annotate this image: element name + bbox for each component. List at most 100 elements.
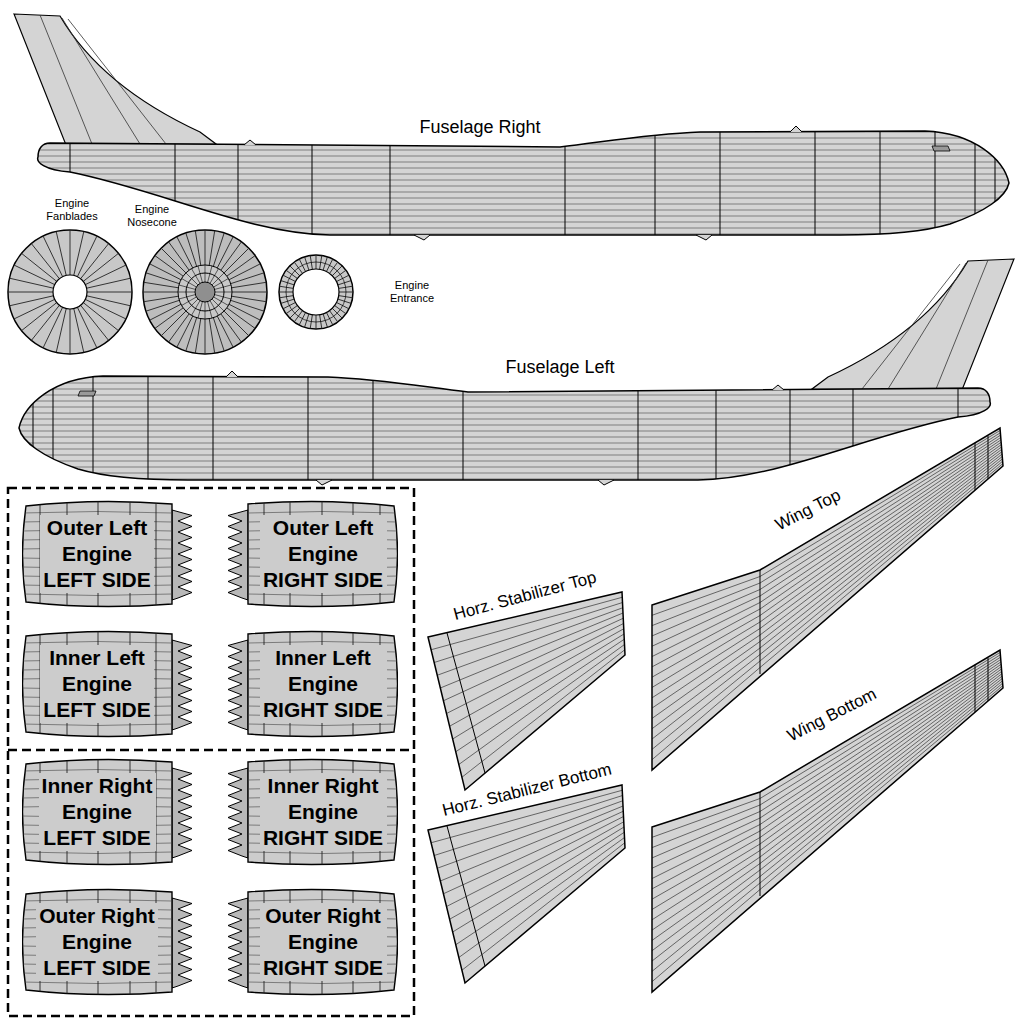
fuselage-stringer [30, 174, 1015, 175]
nosecone-tip [195, 282, 215, 302]
stabilizer-panel-line [440, 806, 623, 881]
panel-grid-line [248, 594, 398, 596]
wing-panel-line [652, 449, 1002, 697]
panel-title: Outer Left Engine LEFT SIDE [40, 515, 154, 593]
nosecone-segment [232, 296, 267, 301]
fan-blade [85, 265, 126, 285]
entrance-ring [286, 262, 346, 322]
stabilizer-drawings [428, 592, 625, 983]
stabilizer-panel-line [440, 613, 623, 688]
panel-tab [172, 768, 192, 858]
stabilizer-panel-line [456, 639, 625, 752]
panel-grid-line [22, 770, 172, 772]
panel-tab [172, 640, 192, 730]
fan-blade [43, 236, 63, 277]
nosecone-segment [232, 282, 267, 287]
fan-blade [81, 244, 109, 279]
fuselage-outline [38, 131, 1009, 235]
fuselage-stringer [30, 168, 1015, 169]
panel-grid-line [22, 642, 172, 644]
panel-tab [228, 640, 248, 730]
panel-body [248, 889, 398, 994]
panel-tab [228, 768, 248, 858]
panel-title: Outer Left Engine RIGHT SIDE [260, 515, 387, 593]
fan-blade [22, 253, 57, 281]
fuselage-stringer [30, 198, 1015, 199]
wing-panel-line [652, 440, 1001, 657]
fan-blade [74, 309, 84, 353]
dashed-divider [8, 749, 414, 752]
wing-panel-line [652, 447, 1002, 688]
panel-title: Inner Right Engine RIGHT SIDE [260, 773, 387, 851]
nosecone-segment [144, 282, 179, 287]
panel-grid-line [22, 982, 172, 984]
stabilizer-rib [447, 826, 485, 966]
wing-panel-line [652, 655, 1000, 848]
fuselage-frame [815, 110, 816, 245]
stabilizer-panel-line [447, 817, 624, 907]
part-label: Engine Nosecone [122, 203, 182, 228]
fuselage-frame [995, 110, 996, 245]
panel-grid-line [248, 512, 398, 514]
nosecone-segment [213, 233, 224, 266]
nosecone-segment [150, 264, 181, 280]
wing-panel-line [652, 433, 1000, 626]
wing-panel-line [652, 442, 1001, 667]
fan-blade [87, 296, 131, 306]
panel-body [248, 759, 398, 864]
fan-blade [77, 307, 97, 348]
panel-title: Outer Right Engine RIGHT SIDE [260, 903, 387, 981]
nosecone-segment [186, 233, 197, 266]
fuselage-frame [880, 110, 881, 245]
panel-title: Inner Left Engine RIGHT SIDE [260, 645, 387, 723]
part-label: Engine Entrance [381, 279, 443, 304]
wing-panel-line [652, 676, 1002, 940]
nosecone-segment [146, 273, 179, 284]
panel-tab [228, 898, 248, 988]
part-label: Fuselage Right [419, 117, 540, 138]
panel-grid-line [248, 982, 398, 984]
panel-body [23, 631, 173, 736]
wing-rib [760, 658, 988, 896]
panel-grid-line [248, 900, 398, 902]
panel-grid-line [22, 594, 172, 596]
nosecone-segment [209, 319, 214, 354]
fuselage-stringer [30, 228, 1015, 229]
fuselage-stringer [30, 180, 1015, 181]
stabilizer-panel-line [462, 843, 625, 971]
fan-blade [8, 292, 53, 293]
panel-grid-line [156, 758, 157, 866]
fan-blade [70, 230, 71, 275]
panel-title: Inner Right Engine LEFT SIDE [39, 773, 156, 851]
engine-discs [8, 230, 353, 354]
fuselage-stringer [30, 162, 1015, 163]
fan-blade [14, 299, 55, 319]
wing-panel-line [652, 660, 1001, 869]
panel-outline [23, 889, 173, 994]
fan-hub-hole [53, 275, 87, 309]
part-label: Engine Fanblades [41, 197, 103, 222]
fan-blade [74, 232, 84, 276]
nosecone-segment [232, 292, 267, 293]
panel-body [23, 501, 173, 606]
nosecone-segment [217, 316, 233, 347]
nosecone-segment [227, 256, 255, 277]
nosecone-segment [195, 231, 200, 266]
panel-outline [23, 759, 173, 864]
nosecone-segment [213, 318, 224, 351]
panel-tab [172, 510, 192, 600]
fan-blade [31, 305, 59, 340]
wing-panel-line [652, 445, 1001, 678]
fan-blade [10, 296, 54, 306]
fuselage-stringer [30, 150, 1015, 151]
fuselage-frame [565, 110, 566, 245]
fuselage-stringer [30, 210, 1015, 211]
panel-grid-line [248, 724, 398, 726]
fuselage-frame [238, 110, 239, 245]
wing-surface [652, 650, 1003, 992]
panel-grid-line [22, 724, 172, 726]
panel-grid-line [22, 852, 172, 854]
wing-panel-line [652, 669, 1002, 910]
fuselage-stringer [30, 204, 1015, 205]
vertical-tail [14, 14, 216, 145]
